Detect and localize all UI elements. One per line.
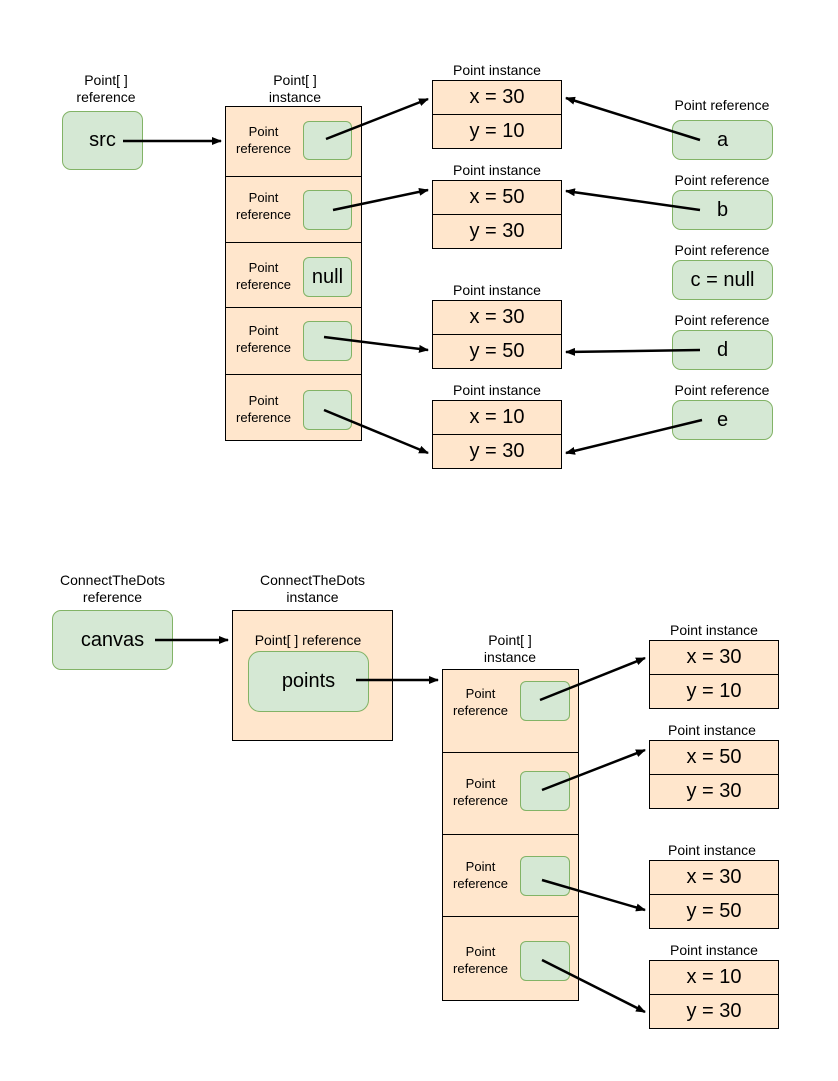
instance-label: Point instance: [453, 382, 541, 398]
canvas-reference: canvas: [52, 610, 173, 670]
reference-a: a: [672, 120, 773, 160]
point-y-field: y = 30: [469, 219, 525, 242]
slot-label: Point reference: [453, 776, 508, 808]
slot-reference-box: [303, 321, 352, 361]
point-instance: x = 50 y = 30: [432, 180, 562, 249]
point-x-field: x = 30: [433, 301, 561, 335]
instance-label: Point instance: [453, 282, 541, 298]
point-instance: x = 30 y = 10: [649, 640, 779, 709]
ref-label: Point reference: [674, 312, 770, 328]
slot-label: Point reference: [236, 393, 291, 425]
point-y-field: y = 50: [686, 899, 742, 922]
top-array-slot: Point reference: [226, 375, 361, 442]
src-reference: src: [62, 111, 143, 170]
canvas-type-label: ConnectTheDots reference: [59, 572, 166, 605]
slot-label: Point reference: [453, 686, 508, 718]
reference-b: b: [672, 190, 773, 230]
slot-reference-box: [303, 190, 352, 230]
instance-label: Point instance: [453, 62, 541, 78]
connectthedots-instance: Point[ ] reference points: [232, 610, 393, 741]
instance-label: Point instance: [668, 842, 756, 858]
point-x-field: x = 50: [650, 741, 778, 775]
point-x-field: x = 30: [650, 861, 778, 895]
points-ref-label: Point[ ] reference: [254, 632, 362, 648]
src-type-label: Point[ ] reference: [76, 72, 136, 105]
point-y-field: y = 30: [469, 439, 525, 462]
bottom-array-type-label: Point[ ] instance: [483, 632, 537, 665]
top-array-type-label: Point[ ] instance: [268, 72, 322, 105]
point-y-field: y = 10: [469, 119, 525, 142]
point-instance: x = 30 y = 10: [432, 80, 562, 149]
point-x-field: x = 30: [650, 641, 778, 675]
ctd-type-label: ConnectTheDots instance: [259, 572, 366, 605]
slot-reference-box: [303, 121, 352, 160]
points-reference: points: [248, 651, 369, 712]
top-array-slot: Point reference: [226, 107, 361, 177]
point-x-field: x = 10: [650, 961, 778, 995]
slot-label: Point reference: [236, 190, 291, 222]
point-y-field: y = 30: [686, 999, 742, 1022]
slot-label: Point reference: [453, 859, 508, 891]
slot-reference-box: [520, 856, 570, 896]
slot-reference-box: [520, 771, 570, 811]
ref-label: Point reference: [674, 242, 770, 258]
point-x-field: x = 50: [433, 181, 561, 215]
bottom-array-slot: Point reference: [443, 753, 578, 835]
point-instance: x = 30 y = 50: [649, 860, 779, 929]
instance-label: Point instance: [670, 942, 758, 958]
reference-d: d: [672, 330, 773, 370]
ref-label: Point reference: [674, 382, 770, 398]
top-array-slot: Point reference: [226, 308, 361, 375]
reference-e: e: [672, 400, 773, 440]
point-instance: x = 10 y = 30: [432, 400, 562, 469]
bottom-array-slot: Point reference: [443, 835, 578, 917]
top-array-slot: Point reference: [226, 177, 361, 243]
slot-label: Point reference: [236, 260, 291, 292]
instance-label: Point instance: [670, 622, 758, 638]
ref-label: Point reference: [674, 172, 770, 188]
point-instance: x = 10 y = 30: [649, 960, 779, 1029]
bottom-array-slot: Point reference: [443, 917, 578, 1002]
top-point-array: Point reference Point reference Point re…: [225, 106, 362, 441]
slot-label: Point reference: [453, 944, 508, 976]
instance-label: Point instance: [453, 162, 541, 178]
point-y-field: y = 50: [469, 339, 525, 362]
bottom-point-array: Point reference Point reference Point re…: [442, 669, 579, 1001]
slot-label: Point reference: [236, 323, 291, 355]
point-instance: x = 30 y = 50: [432, 300, 562, 369]
slot-reference-box: [520, 941, 570, 981]
point-instance: x = 50 y = 30: [649, 740, 779, 809]
point-x-field: x = 10: [433, 401, 561, 435]
top-array-slot: Point reference null: [226, 243, 361, 308]
ref-label: Point reference: [674, 97, 770, 113]
point-y-field: y = 10: [686, 679, 742, 702]
slot-null-box: null: [303, 257, 352, 297]
point-x-field: x = 30: [433, 81, 561, 115]
slot-label: Point reference: [236, 124, 291, 156]
slot-reference-box: [303, 390, 352, 430]
reference-c: c = null: [672, 260, 773, 300]
point-y-field: y = 30: [686, 779, 742, 802]
slot-reference-box: [520, 681, 570, 721]
bottom-array-slot: Point reference: [443, 670, 578, 753]
instance-label: Point instance: [668, 722, 756, 738]
